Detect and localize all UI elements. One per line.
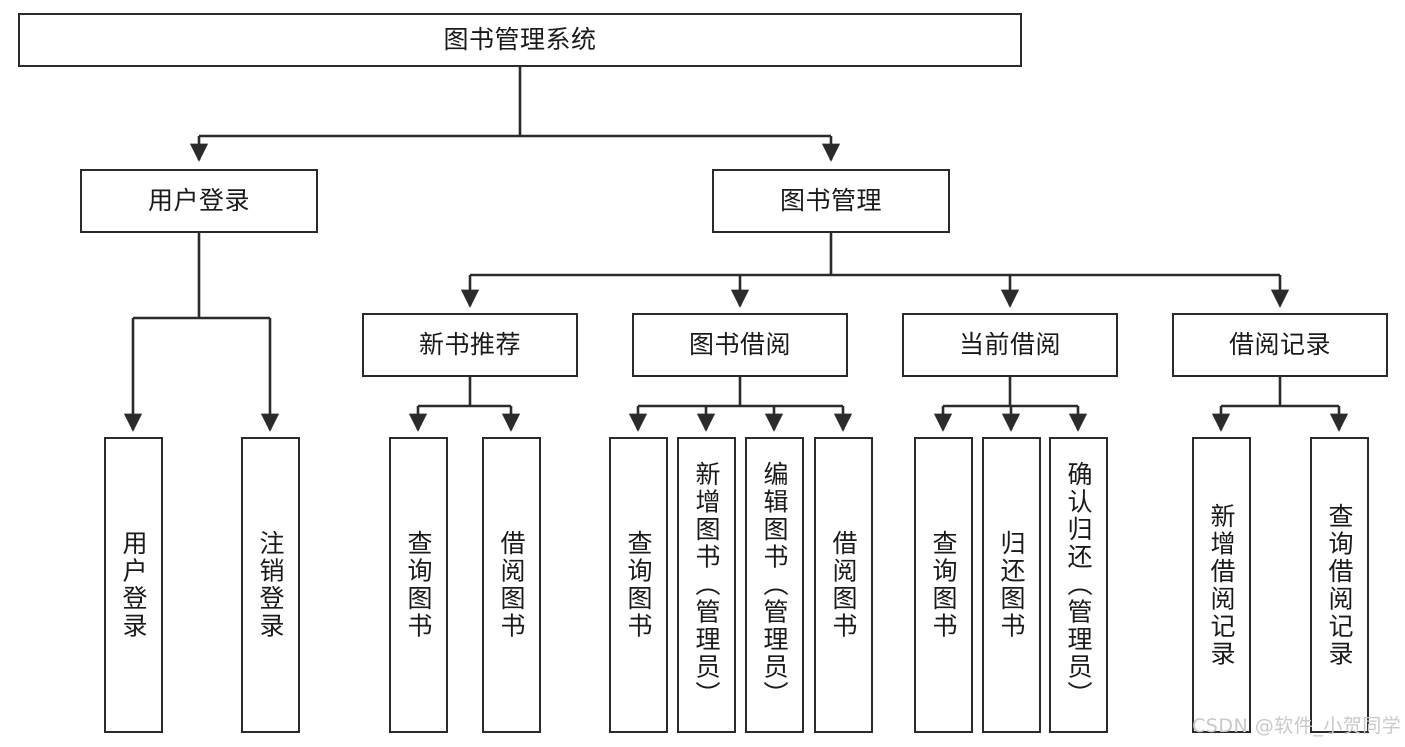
node-book-management[interactable]: 图书管理 xyxy=(712,169,950,233)
node-label: 查询图书 xyxy=(624,530,653,640)
node-root-system[interactable]: 图书管理系统 xyxy=(18,13,1022,67)
leaf-current-query-book[interactable]: 查询图书 xyxy=(914,437,973,733)
leaf-current-confirm-return-admin[interactable]: 确认归还（管理员） xyxy=(1049,437,1108,733)
node-label: 查询图书 xyxy=(404,530,433,640)
node-label: 图书管理 xyxy=(779,186,882,216)
leaf-borrow-borrow-book[interactable]: 借阅图书 xyxy=(814,437,873,733)
leaf-recommend-borrow-book[interactable]: 借阅图书 xyxy=(482,437,541,733)
node-label: 当前借阅 xyxy=(958,330,1061,360)
node-current-borrow[interactable]: 当前借阅 xyxy=(902,313,1118,377)
leaf-borrow-query-book[interactable]: 查询图书 xyxy=(609,437,668,733)
node-new-book-recommend[interactable]: 新书推荐 xyxy=(362,313,578,377)
node-label: 新增借阅记录 xyxy=(1207,502,1236,668)
watermark-text: CSDN @软件_小贺同学 xyxy=(1192,715,1402,737)
leaf-record-query-record[interactable]: 查询借阅记录 xyxy=(1310,437,1369,733)
node-label: 借阅记录 xyxy=(1228,330,1331,360)
node-label: 查询图书 xyxy=(929,530,958,640)
node-label: 归还图书 xyxy=(997,530,1026,640)
node-label: 借阅图书 xyxy=(497,530,526,640)
leaf-current-return-book[interactable]: 归还图书 xyxy=(982,437,1041,733)
leaf-recommend-query-book[interactable]: 查询图书 xyxy=(389,437,448,733)
node-label: 借阅图书 xyxy=(829,530,858,640)
node-label: 图书管理系统 xyxy=(443,25,597,55)
node-borrow-record[interactable]: 借阅记录 xyxy=(1172,313,1388,377)
node-label: 图书借阅 xyxy=(688,330,791,360)
leaf-user-login-login[interactable]: 用户登录 xyxy=(104,437,163,733)
node-label: 注销登录 xyxy=(256,530,285,640)
leaf-borrow-add-book-admin[interactable]: 新增图书（管理员） xyxy=(677,437,736,733)
leaf-user-login-logout[interactable]: 注销登录 xyxy=(241,437,300,733)
leaf-borrow-edit-book-admin[interactable]: 编辑图书（管理员） xyxy=(745,437,804,733)
node-label: 用户登录 xyxy=(147,186,250,216)
node-label: 查询借阅记录 xyxy=(1325,502,1354,668)
leaf-record-add-record[interactable]: 新增借阅记录 xyxy=(1192,437,1251,733)
node-label: 新书推荐 xyxy=(418,330,521,360)
node-user-login[interactable]: 用户登录 xyxy=(80,169,318,233)
node-label: 用户登录 xyxy=(119,530,148,640)
node-book-borrow[interactable]: 图书借阅 xyxy=(632,313,848,377)
node-label: 确认归还（管理员） xyxy=(1064,461,1093,709)
node-label: 新增图书（管理员） xyxy=(692,461,721,709)
node-label: 编辑图书（管理员） xyxy=(760,461,789,709)
